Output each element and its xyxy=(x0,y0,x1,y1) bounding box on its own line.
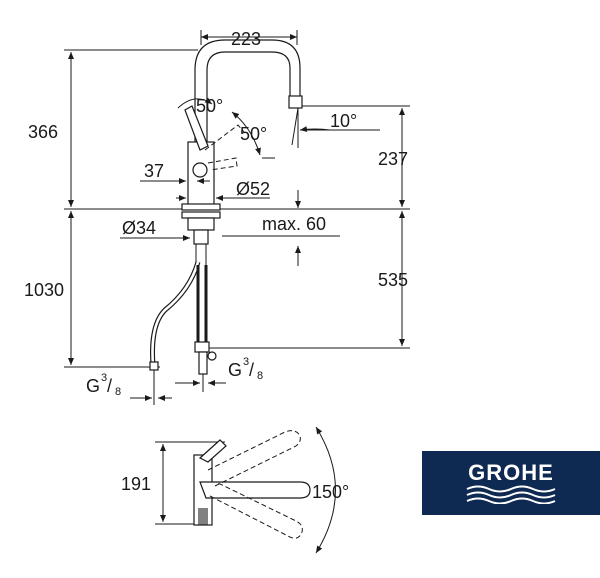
svg-text:/: / xyxy=(249,360,254,380)
label-10: 10° xyxy=(330,111,357,131)
svg-text:G: G xyxy=(86,376,100,396)
label-50-upper: 50° xyxy=(196,96,223,116)
label-191: 191 xyxy=(121,474,151,494)
svg-text:/: / xyxy=(107,376,112,396)
logo-text: GROHE xyxy=(468,460,554,485)
label-1030: 1030 xyxy=(24,280,64,300)
logo-waves-icon xyxy=(466,485,556,504)
svg-text:8: 8 xyxy=(115,386,121,398)
label-thread-left: G 3 / 8 xyxy=(86,372,121,398)
label-diameter-34: Ø34 xyxy=(122,218,156,238)
svg-text:8: 8 xyxy=(257,370,263,382)
label-thread-right: G 3 / 8 xyxy=(228,356,263,382)
label-535: 535 xyxy=(378,270,408,290)
label-diameter-52: Ø52 xyxy=(236,179,270,199)
svg-text:3: 3 xyxy=(243,356,249,368)
label-366: 366 xyxy=(28,122,58,142)
label-150: 150° xyxy=(312,482,349,502)
label-37: 37 xyxy=(144,161,164,181)
label-223: 223 xyxy=(231,29,261,49)
svg-text:G: G xyxy=(228,360,242,380)
svg-text:3: 3 xyxy=(101,372,107,384)
grohe-logo: GROHE xyxy=(422,451,600,515)
faucet-side-view xyxy=(149,39,303,375)
label-max-60: max. 60 xyxy=(262,214,326,234)
label-237: 237 xyxy=(378,149,408,169)
faucet-top-view xyxy=(155,426,336,554)
label-50-lower: 50° xyxy=(240,124,267,144)
